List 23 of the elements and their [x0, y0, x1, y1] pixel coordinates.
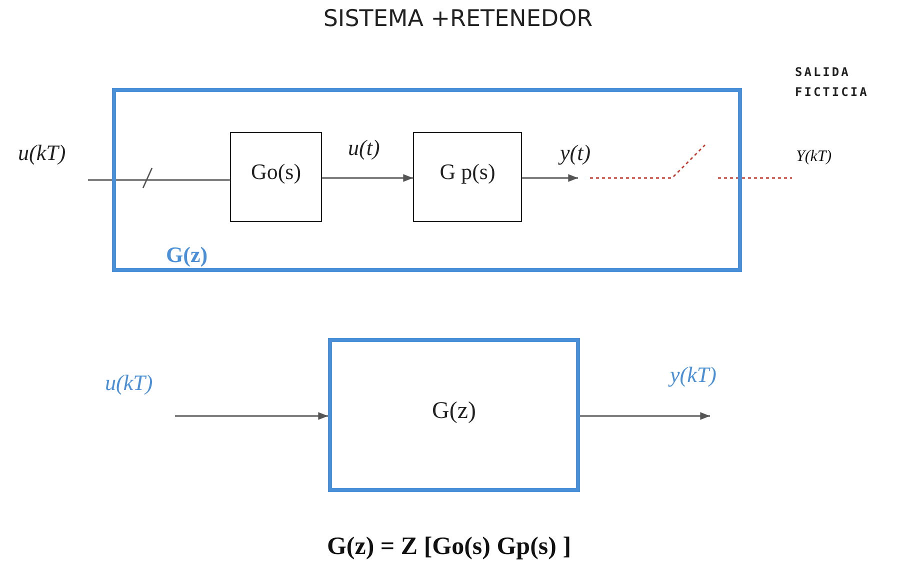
system-frame	[112, 88, 742, 272]
signal-label: y(t)	[560, 140, 591, 166]
block-box	[413, 132, 522, 222]
arrow	[522, 174, 578, 182]
signal-label: u(kT)	[105, 370, 153, 396]
block-box	[230, 132, 322, 222]
signal-label: u(t)	[348, 135, 380, 161]
signal-label: u(kT)	[18, 140, 66, 166]
signal-label: y(kT)	[670, 362, 716, 388]
arrow	[175, 412, 328, 420]
note-label: SALIDA FICTICIA	[795, 64, 870, 101]
diagram-title: SISTEMA +RETENEDOR	[322, 6, 594, 32]
sampler-switch-line	[87, 167, 231, 189]
equation-caption: G(z) = Z [Go(s) Gp(s) ]	[326, 533, 572, 561]
transfer-function-label: G p(s)	[438, 158, 496, 185]
output-signal-label: Y(kT)	[796, 148, 832, 166]
sampler-switch-line	[589, 144, 793, 179]
system-label: G(z)	[166, 242, 208, 268]
arrow	[322, 174, 413, 182]
arrow	[580, 412, 710, 420]
transfer-function-label: G(z)	[431, 398, 477, 426]
transfer-function-label: Go(s)	[250, 158, 302, 185]
block-box	[328, 338, 580, 492]
